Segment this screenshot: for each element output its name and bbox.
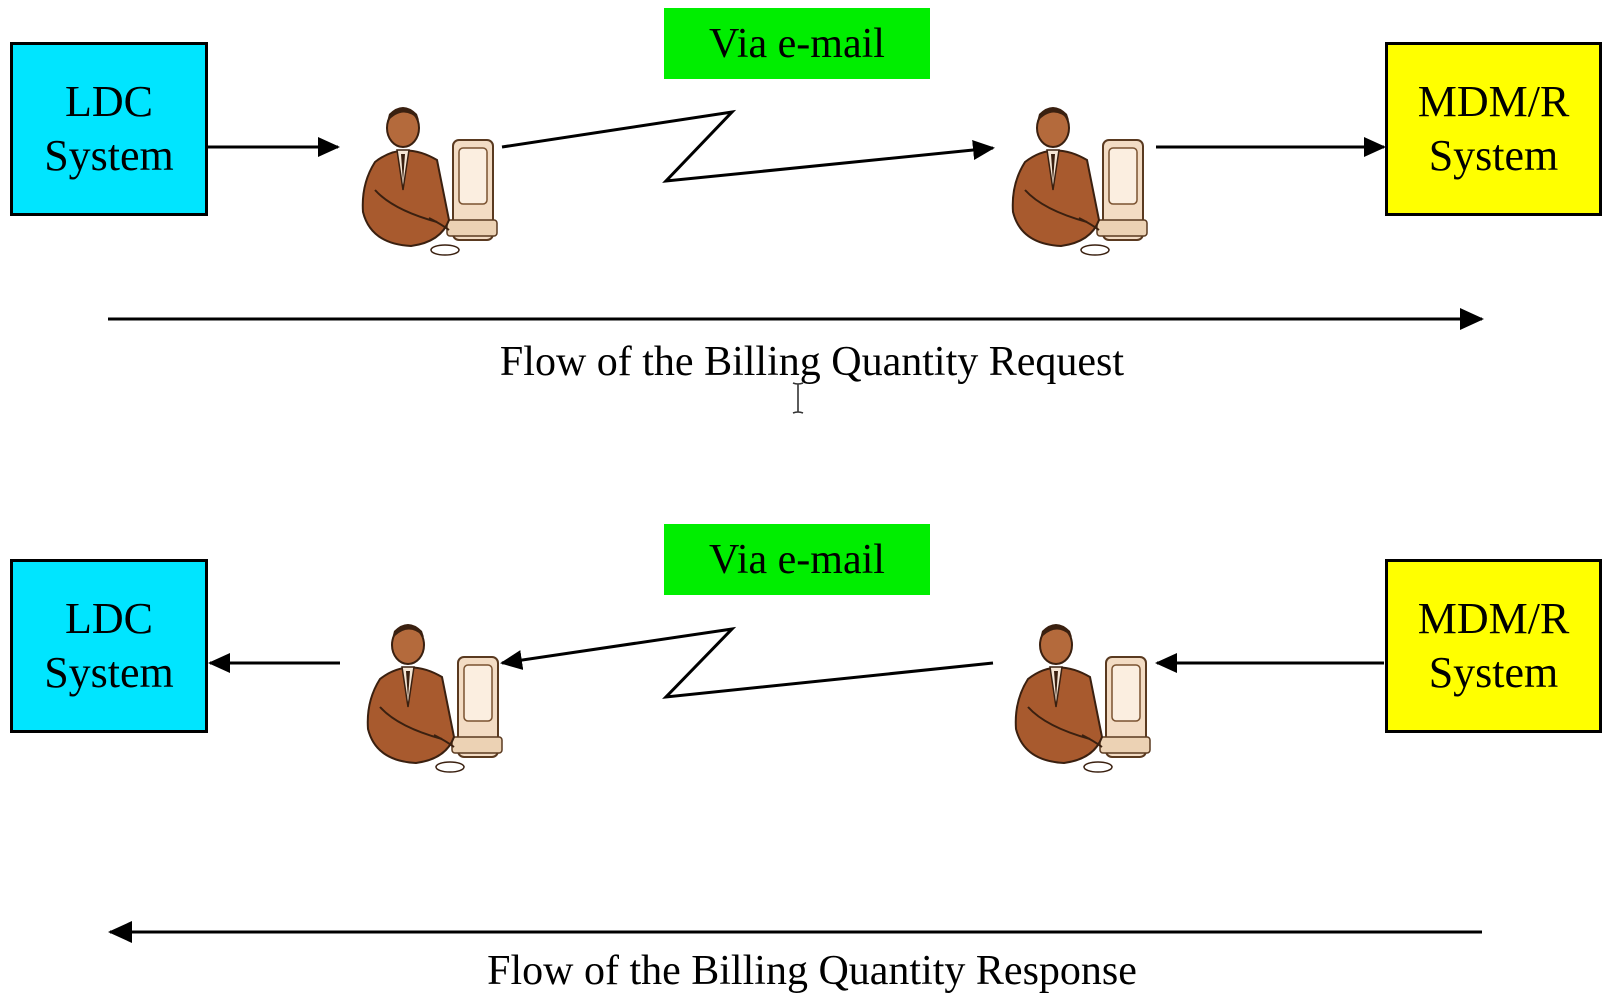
request-flow-caption: Flow of the Billing Quantity Request xyxy=(499,339,1125,385)
box-label-line1: MDM/R xyxy=(1417,594,1570,643)
box-label-line2: System xyxy=(1428,648,1559,697)
person-at-computer-icon xyxy=(361,107,498,256)
ldc-system-box-response: LDC System xyxy=(10,559,208,733)
mdmr-system-box-response: MDM/R System xyxy=(1385,559,1602,733)
via-email-label-request: Via e-mail xyxy=(664,8,930,79)
mdmr-system-box-request: MDM/R System xyxy=(1385,42,1602,216)
person-at-computer-icon xyxy=(366,624,503,773)
ldc-system-box-request: LDC System xyxy=(10,42,208,216)
box-label-line2: System xyxy=(44,131,174,180)
box-label-line1: LDC xyxy=(65,77,153,126)
box-label-line2: System xyxy=(1428,131,1559,180)
person-at-computer-icon xyxy=(1011,107,1148,256)
email-zigzag-request xyxy=(501,109,995,183)
person-at-computer-icon xyxy=(1014,624,1151,773)
text-cursor-icon xyxy=(792,382,804,414)
box-label-line2: System xyxy=(44,648,174,697)
email-zigzag-response xyxy=(500,626,994,699)
response-flow-caption: Flow of the Billing Quantity Response xyxy=(487,948,1137,994)
via-email-label-response: Via e-mail xyxy=(664,524,930,595)
box-label-line1: LDC xyxy=(65,594,153,643)
box-label-line1: MDM/R xyxy=(1417,77,1570,126)
